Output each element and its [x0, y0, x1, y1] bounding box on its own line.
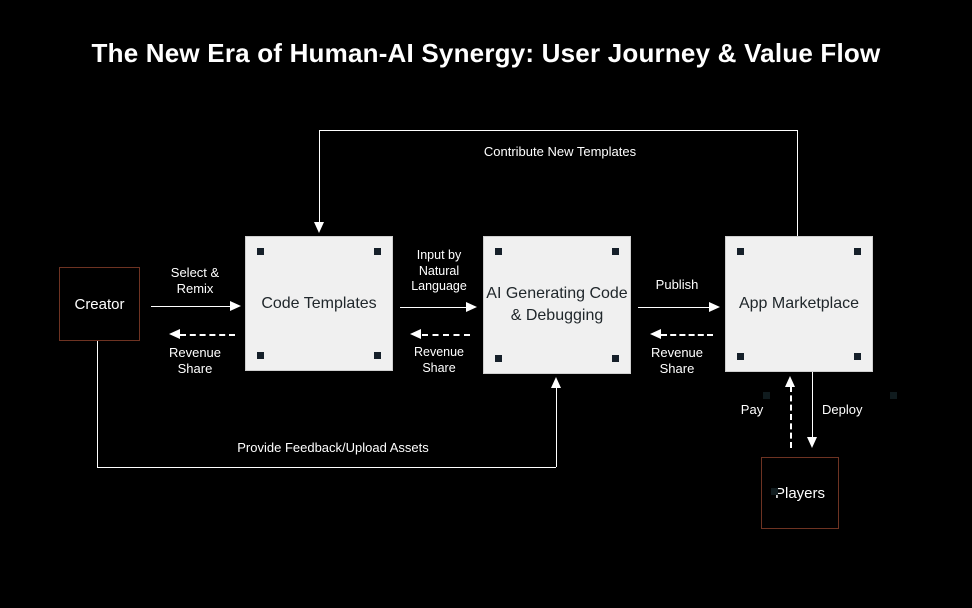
edge-label-revenue-share-1: Revenue Share	[168, 345, 222, 377]
edge-revenue-share-3-arrowhead	[650, 329, 661, 339]
node-code-templates[interactable]: Code Templates	[245, 236, 393, 371]
node-ai-generating[interactable]: AI Generating Code & Debugging	[483, 236, 631, 374]
handle-top-left[interactable]	[495, 248, 502, 255]
edge-label-contribute-new-templates: Contribute New Templates	[483, 144, 637, 159]
handle-bottom-left[interactable]	[737, 353, 744, 360]
handle-ghost-players[interactable]	[771, 488, 778, 495]
node-creator[interactable]: Creator	[59, 267, 140, 341]
node-app-marketplace-label: App Marketplace	[738, 295, 860, 313]
edge-label-revenue-share-2: Revenue Share	[413, 345, 465, 375]
edge-select-remix-line	[151, 306, 231, 307]
node-ai-generating-label: AI Generating Code & Debugging	[486, 285, 628, 324]
edge-revenue-share-3-line	[661, 334, 713, 336]
edge-revenue-share-1-arrowhead	[169, 329, 180, 339]
handle-ghost-left[interactable]	[763, 392, 770, 399]
node-players-label: Players	[774, 484, 826, 502]
edge-label-deploy: Deploy	[822, 402, 863, 417]
edge-revenue-share-2-line	[422, 334, 470, 336]
edge-revenue-share-1-line	[180, 334, 235, 336]
handle-bottom-right[interactable]	[612, 355, 619, 362]
edge-feedback-riser	[556, 387, 557, 467]
edge-deploy-arrowhead	[807, 437, 817, 448]
edge-label-revenue-share-3: Revenue Share	[650, 345, 704, 377]
node-creator-label: Creator	[74, 295, 125, 313]
edge-publish-line	[638, 307, 710, 308]
edge-label-input-natural-language: Input by Natural Language	[411, 248, 467, 294]
edge-label-select-remix: Select & Remix	[170, 265, 220, 297]
handle-top-right[interactable]	[854, 248, 861, 255]
edge-contribute-riser	[797, 130, 798, 237]
edge-label-pay: Pay	[740, 402, 764, 417]
handle-top-right[interactable]	[374, 248, 381, 255]
edge-revenue-share-2-arrowhead	[410, 329, 421, 339]
handle-bottom-left[interactable]	[257, 352, 264, 359]
edge-label-provide-feedback: Provide Feedback/Upload Assets	[237, 440, 429, 455]
handle-bottom-right[interactable]	[374, 352, 381, 359]
edge-select-remix-arrowhead	[230, 301, 241, 311]
edge-feedback-dropper	[97, 341, 98, 467]
edge-input-natural-language-line	[400, 307, 467, 308]
edge-pay-line	[790, 386, 792, 448]
edge-feedback-arrowhead	[551, 377, 561, 388]
edge-pay-arrowhead	[785, 376, 795, 387]
page-title: The New Era of Human-AI Synergy: User Jo…	[91, 38, 881, 68]
node-code-templates-label: Code Templates	[261, 294, 377, 312]
handle-ghost-right[interactable]	[890, 392, 897, 399]
node-app-marketplace[interactable]: App Marketplace	[725, 236, 873, 372]
edge-contribute-top	[319, 130, 798, 131]
edge-label-publish: Publish	[655, 277, 699, 292]
handle-top-right[interactable]	[612, 248, 619, 255]
edge-publish-arrowhead	[709, 302, 720, 312]
edge-contribute-arrowhead	[314, 222, 324, 233]
handle-top-left[interactable]	[257, 248, 264, 255]
edge-contribute-dropper	[319, 130, 320, 224]
node-players[interactable]: Players	[761, 457, 839, 529]
edge-feedback-bottom	[97, 467, 556, 468]
edge-deploy-line	[812, 372, 813, 438]
handle-top-left[interactable]	[737, 248, 744, 255]
handle-bottom-left[interactable]	[495, 355, 502, 362]
handle-bottom-right[interactable]	[854, 353, 861, 360]
edge-input-natural-language-arrowhead	[466, 302, 477, 312]
